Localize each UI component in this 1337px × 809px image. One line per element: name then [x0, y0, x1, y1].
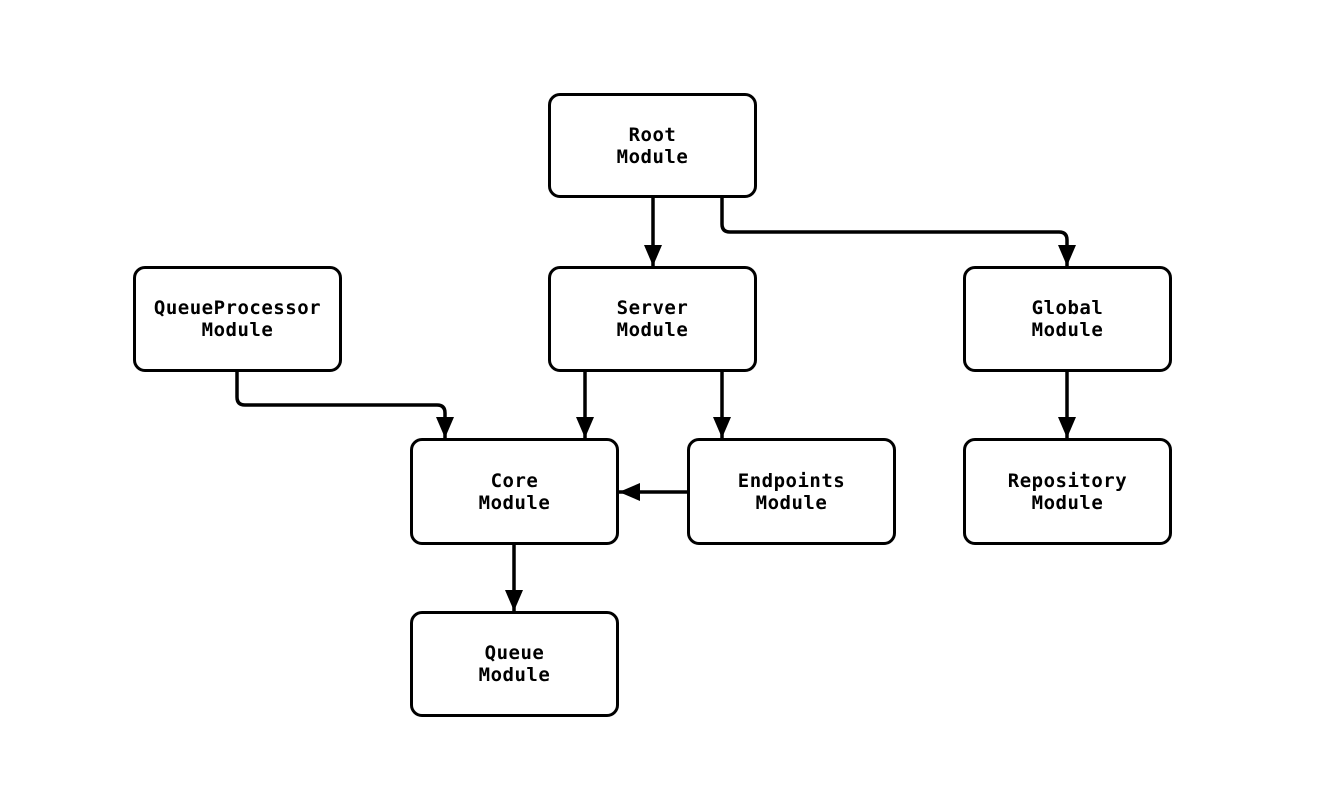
node-label-line2: Module: [616, 319, 689, 341]
node-label-line1: Root: [628, 123, 677, 146]
node-core-module: Core Module: [410, 438, 619, 545]
node-label-line1: Repository: [1007, 469, 1128, 492]
edge-queueprocessor-to-core: [235, 372, 454, 438]
node-label-line2: Module: [478, 491, 551, 514]
node-label-line1: Queue: [484, 642, 545, 664]
node-label-line1: Core: [490, 469, 539, 492]
node-label-line2: Module: [755, 491, 828, 514]
node-label-line2: Module: [616, 145, 689, 168]
node-repository-module: Repository Module: [963, 438, 1172, 545]
node-label-line2: Module: [1031, 319, 1104, 341]
node-root-module: Root Module: [548, 93, 757, 198]
node-server-module: Server Module: [548, 266, 757, 372]
node-global-module: Global Module: [963, 266, 1172, 372]
edge-root-to-global: [720, 198, 1076, 266]
node-endpoints-module: Endpoints Module: [687, 438, 896, 545]
node-queue-module: Queue Module: [410, 611, 619, 717]
node-label-line1: QueueProcessor: [153, 297, 322, 319]
node-label-line2: Module: [1031, 491, 1104, 514]
node-label-line1: Server: [616, 297, 689, 319]
node-queueprocessor-module: QueueProcessor Module: [133, 266, 342, 372]
node-label-line2: Module: [478, 664, 551, 686]
node-label-line1: Global: [1031, 297, 1104, 319]
node-label-line2: Module: [201, 319, 274, 341]
node-label-line1: Endpoints: [737, 469, 846, 492]
